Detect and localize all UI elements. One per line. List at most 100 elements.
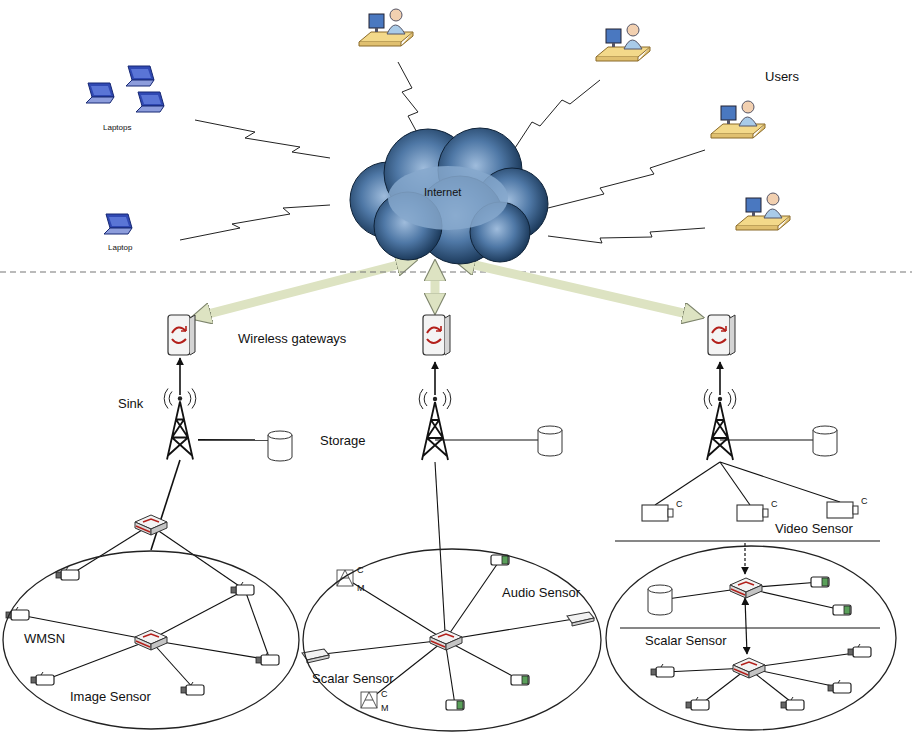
cm-icon <box>361 692 377 708</box>
network-link <box>150 640 270 660</box>
cloud-node: Internet <box>340 118 550 268</box>
wireless-link <box>515 80 600 148</box>
cyl-icon <box>268 431 292 461</box>
network-link <box>150 525 245 590</box>
audio-icon <box>491 555 509 565</box>
node-label: Scalar Sensor <box>645 634 727 649</box>
user-icon <box>359 9 413 46</box>
group-label: Users <box>765 70 799 85</box>
cluster-outline <box>606 546 896 730</box>
tower-icon <box>419 389 451 460</box>
router-icon <box>730 578 762 598</box>
cyl-icon <box>538 426 562 456</box>
audio-icon <box>811 577 829 587</box>
sensor-icon <box>848 644 871 657</box>
flat-icon <box>567 612 594 626</box>
uplink-arrow <box>198 262 409 317</box>
sensor-tag: C <box>381 689 388 699</box>
link-line <box>198 439 268 441</box>
wireless-link <box>195 120 330 158</box>
wireless-link <box>548 150 705 208</box>
node-shape <box>268 428 292 460</box>
audio-icon <box>833 605 851 615</box>
camera-icon <box>737 505 768 521</box>
node-label: Internet <box>424 186 461 199</box>
device-label: Laptops <box>103 123 131 132</box>
sensor-tag: M <box>381 703 389 713</box>
cluster-outline <box>3 551 299 729</box>
network-links <box>20 440 880 705</box>
sensor-icon <box>181 682 204 695</box>
network-link <box>245 590 270 660</box>
sensor-cluster: WMSN Image Sensor <box>2 550 300 730</box>
gateway-node: Wireless gateways <box>162 312 198 358</box>
laptop-icon <box>136 92 164 112</box>
flat-icon <box>302 649 329 663</box>
network-link <box>315 640 445 655</box>
wireless-link <box>180 205 330 240</box>
sensor-tag: C <box>771 499 778 509</box>
network-link <box>620 627 880 628</box>
network-link <box>655 462 720 505</box>
network-link <box>615 540 880 541</box>
sensor-icon <box>31 672 54 685</box>
sink-arrow <box>434 362 436 395</box>
sensor-icon <box>231 582 254 595</box>
node-label: Storage <box>320 434 366 449</box>
dashed-arrow <box>744 543 745 574</box>
gw-icon <box>168 315 195 355</box>
router-icon <box>733 658 765 678</box>
laptop-icon <box>104 214 132 234</box>
sensor-icon <box>781 697 804 710</box>
link-line <box>151 460 180 550</box>
node-shape <box>162 312 198 358</box>
sensor-icon <box>686 697 709 710</box>
group-label: Video Sensor <box>775 522 853 537</box>
sink-node: Sink <box>162 395 198 460</box>
sensor-tag: M <box>357 583 365 593</box>
device-icons <box>6 9 871 710</box>
gw-icon <box>708 315 735 355</box>
lightning-links <box>180 62 705 243</box>
device-label: Laptop <box>108 243 132 252</box>
router-icon <box>135 630 167 650</box>
cloud-highlight <box>388 166 508 230</box>
network-link <box>720 462 840 502</box>
tower-icon <box>164 389 196 460</box>
user-icon <box>736 193 790 230</box>
network-link <box>445 618 580 640</box>
network-link <box>369 640 445 700</box>
node-shape <box>302 548 602 732</box>
network-link <box>70 525 150 575</box>
laptop-icon <box>86 83 114 103</box>
network-link <box>720 462 750 505</box>
cloud-shape <box>350 128 548 264</box>
cm-icon <box>337 570 353 586</box>
camera-icon <box>827 502 858 518</box>
sensor-cluster: Audio SensorScalar Sensor <box>302 548 602 732</box>
network-link <box>345 578 445 640</box>
node-shape <box>162 395 198 460</box>
sink-arrow <box>719 362 721 395</box>
gw-icon <box>423 315 450 355</box>
link-arrow <box>745 598 747 654</box>
node-label: WMSN <box>24 632 65 647</box>
network-link <box>720 439 813 440</box>
cyl-icon <box>648 585 672 615</box>
sensor-cluster: Scalar Sensor <box>605 545 897 731</box>
node-label: Audio Sensor <box>502 586 580 601</box>
user-icon <box>596 24 650 61</box>
node-label: Sink <box>118 397 143 412</box>
cyl-icon <box>813 426 837 456</box>
network-link <box>445 560 500 640</box>
wireless-link <box>398 62 420 138</box>
sensor-tag: C <box>357 565 364 575</box>
node-label: Image Sensor <box>70 690 151 705</box>
network-link <box>435 462 445 632</box>
node-label: Wireless gateways <box>238 332 346 347</box>
laptop-icon <box>126 66 154 86</box>
tower-icon <box>704 389 736 460</box>
router-icon <box>135 515 167 535</box>
link-line <box>179 358 181 395</box>
